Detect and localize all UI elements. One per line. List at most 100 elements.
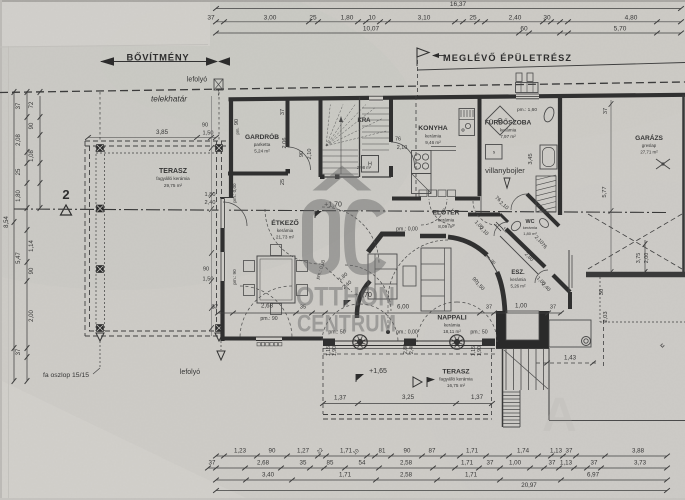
svg-text:25: 25 [16, 168, 22, 175]
svg-text:KONYHA: KONYHA [418, 125, 448, 132]
svg-text:1,80: 1,80 [205, 192, 216, 198]
svg-text:90: 90 [299, 151, 305, 157]
svg-text:kerámia: kerámia [510, 277, 526, 282]
svg-text:s: s [493, 150, 496, 155]
svg-text:2,40: 2,40 [205, 200, 216, 206]
svg-text:kerámia: kerámia [444, 323, 461, 328]
svg-text:37: 37 [550, 305, 556, 311]
svg-text:37: 37 [211, 305, 217, 311]
svg-text:76: 76 [540, 242, 548, 250]
svg-text:1,71: 1,71 [466, 448, 479, 455]
svg-text:1,00: 1,00 [515, 303, 528, 310]
svg-text:kerámia: kerámia [425, 134, 442, 139]
svg-text:GARDRÓB: GARDRÓB [245, 132, 279, 141]
svg-text:parketta: parketta [254, 142, 271, 147]
svg-text:2,40: 2,40 [509, 15, 522, 22]
svg-text:5,26 m²: 5,26 m² [511, 284, 526, 289]
svg-text:TERASZ: TERASZ [442, 369, 469, 376]
svg-text:pm.: 0,00: pm.: 0,00 [396, 227, 418, 233]
svg-text:5,24 m²: 5,24 m² [254, 149, 270, 154]
svg-text:greslap: greslap [642, 143, 657, 148]
svg-text:1,80: 1,80 [338, 272, 350, 283]
svg-text:1,71: 1,71 [339, 472, 352, 479]
svg-text:37: 37 [280, 109, 286, 115]
svg-text:2,98 m²: 2,98 m² [357, 165, 372, 170]
svg-text:2,00: 2,00 [644, 253, 650, 264]
svg-text:1,15: 1,15 [326, 346, 332, 356]
svg-text:1,80: 1,80 [341, 15, 354, 22]
svg-text:pm.: pm. [235, 128, 240, 135]
svg-text:25: 25 [309, 15, 317, 22]
svg-text:lefolyó: lefolyó [180, 369, 200, 376]
svg-text:3,88: 3,88 [632, 448, 645, 455]
svg-text:29,75 m²: 29,75 m² [164, 183, 183, 188]
svg-text:37: 37 [566, 448, 573, 455]
svg-text:87: 87 [429, 448, 436, 455]
svg-text:2,10: 2,10 [498, 200, 510, 211]
svg-text:7,97 m²: 7,97 m² [500, 134, 516, 139]
svg-text:kerámia: kerámia [277, 228, 294, 233]
svg-text:pm.: 0,00: pm.: 0,00 [315, 259, 327, 280]
svg-text:10: 10 [368, 15, 376, 22]
svg-text:1,08: 1,08 [29, 150, 35, 162]
svg-text:3,10: 3,10 [418, 15, 431, 22]
svg-text:2,10: 2,10 [478, 226, 489, 237]
svg-text:1,80 m²: 1,80 m² [523, 231, 537, 236]
svg-text:fagyálló kerámia: fagyálló kerámia [439, 377, 473, 382]
svg-text:2: 2 [62, 187, 69, 202]
svg-text:1,00: 1,00 [535, 276, 546, 287]
svg-text:MEGLÉVŐ ÉPÜLETRÉSZ: MEGLÉVŐ ÉPÜLETRÉSZ [443, 52, 572, 63]
svg-text:lefolyó: lefolyó [187, 77, 207, 84]
svg-text:1,43: 1,43 [564, 355, 577, 362]
svg-text:kerámia: kerámia [438, 218, 455, 223]
svg-text:1,50: 1,50 [203, 131, 214, 137]
svg-text:ÉTKEZŐ: ÉTKEZŐ [271, 218, 299, 227]
svg-text:3,45: 3,45 [528, 153, 534, 164]
svg-text:5,47: 5,47 [16, 252, 22, 264]
svg-text:1,00: 1,00 [473, 220, 484, 231]
svg-text:90: 90 [471, 276, 479, 284]
svg-text:kerámia: kerámia [523, 225, 538, 230]
svg-text:25: 25 [280, 179, 286, 185]
svg-text:90: 90 [234, 119, 240, 125]
svg-text:18,11 m²: 18,11 m² [443, 329, 461, 334]
svg-text:37: 37 [212, 305, 218, 311]
svg-text:H: H [368, 162, 372, 168]
svg-text:5,77: 5,77 [602, 186, 608, 197]
svg-text:BŐVÍTMÉNY: BŐVÍTMÉNY [127, 52, 190, 63]
svg-text:+1,70: +1,70 [354, 292, 372, 299]
svg-text:1,23: 1,23 [234, 448, 247, 455]
svg-text:FÜRDŐSZOBA: FÜRDŐSZOBA [485, 118, 532, 127]
svg-text:30: 30 [599, 289, 605, 295]
svg-text:90: 90 [29, 267, 35, 274]
svg-text:20,97: 20,97 [521, 482, 537, 489]
svg-text:pm.: 90: pm.: 90 [260, 316, 277, 322]
svg-text:telekhatár: telekhatár [151, 95, 187, 104]
svg-text:2,08: 2,08 [16, 134, 22, 146]
svg-text:1,71: 1,71 [465, 472, 478, 479]
svg-text:6,97: 6,97 [587, 472, 600, 479]
svg-text:3,25: 3,25 [402, 394, 415, 401]
svg-text:2,10: 2,10 [397, 145, 408, 151]
svg-text:KRA: KRA [358, 118, 372, 124]
svg-text:85: 85 [327, 460, 334, 467]
svg-text:21,73 m²: 21,73 m² [276, 235, 295, 240]
svg-text:2,40: 2,40 [540, 282, 551, 293]
svg-text:1,00: 1,00 [509, 460, 522, 467]
svg-text:2,80: 2,80 [523, 252, 534, 263]
svg-text:1,71: 1,71 [340, 448, 353, 455]
svg-text:37: 37 [591, 460, 598, 467]
svg-text:OTTHON: OTTHON [296, 282, 395, 312]
svg-text:8,54: 8,54 [4, 216, 10, 228]
svg-text:37: 37 [549, 460, 556, 467]
svg-text:3,73: 3,73 [634, 460, 647, 467]
svg-text:81: 81 [379, 448, 386, 455]
svg-text:1,50: 1,50 [474, 281, 485, 292]
svg-text:pm.: 50: pm.: 50 [470, 330, 487, 336]
svg-text:2,68: 2,68 [261, 303, 274, 310]
svg-text:10,07: 10,07 [363, 26, 380, 33]
svg-text:16,37: 16,37 [450, 1, 467, 8]
svg-text:35: 35 [300, 305, 306, 311]
svg-text:35: 35 [300, 460, 307, 467]
svg-text:60: 60 [520, 26, 528, 33]
